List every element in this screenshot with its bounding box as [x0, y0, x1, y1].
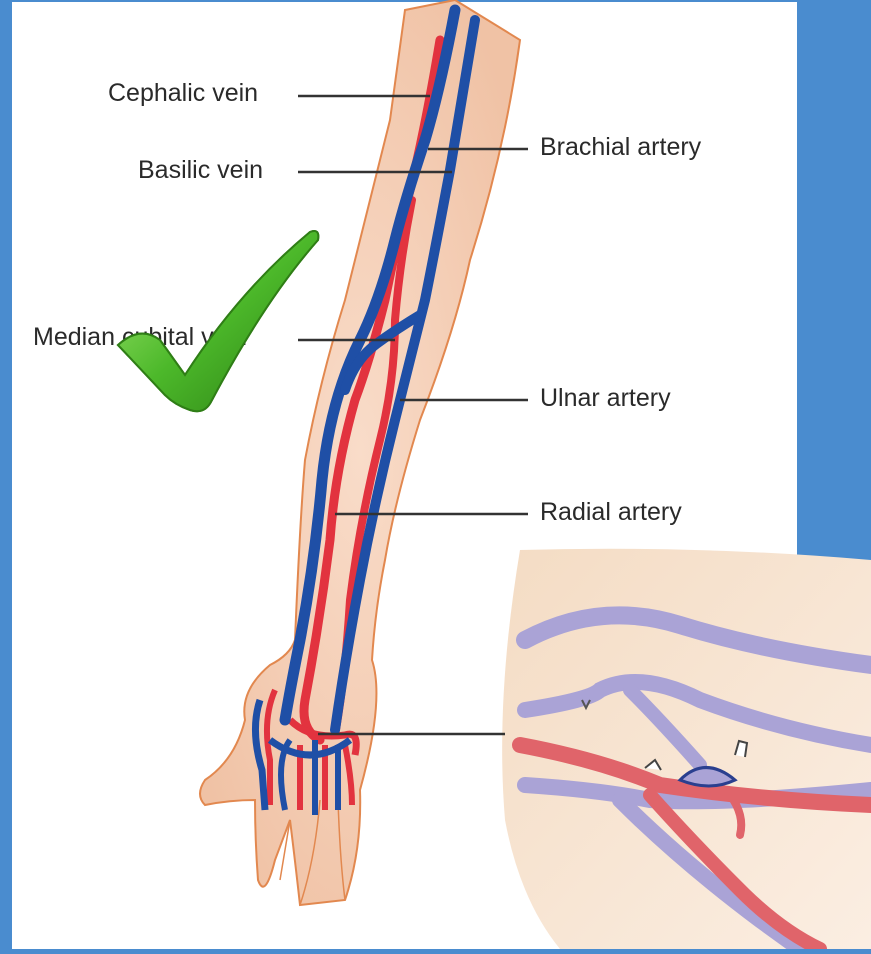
label-ulnar-artery: Ulnar artery [540, 383, 671, 413]
inset-venous-closeup [502, 549, 871, 949]
label-radial-artery: Radial artery [540, 497, 682, 527]
blue-block [797, 0, 871, 548]
label-cephalic-vein: Cephalic vein [108, 78, 258, 108]
label-basilic-vein: Basilic vein [138, 155, 263, 185]
label-median-cubital-vein: Median cubital vein [33, 322, 247, 352]
label-brachial-artery: Brachial artery [540, 132, 701, 162]
